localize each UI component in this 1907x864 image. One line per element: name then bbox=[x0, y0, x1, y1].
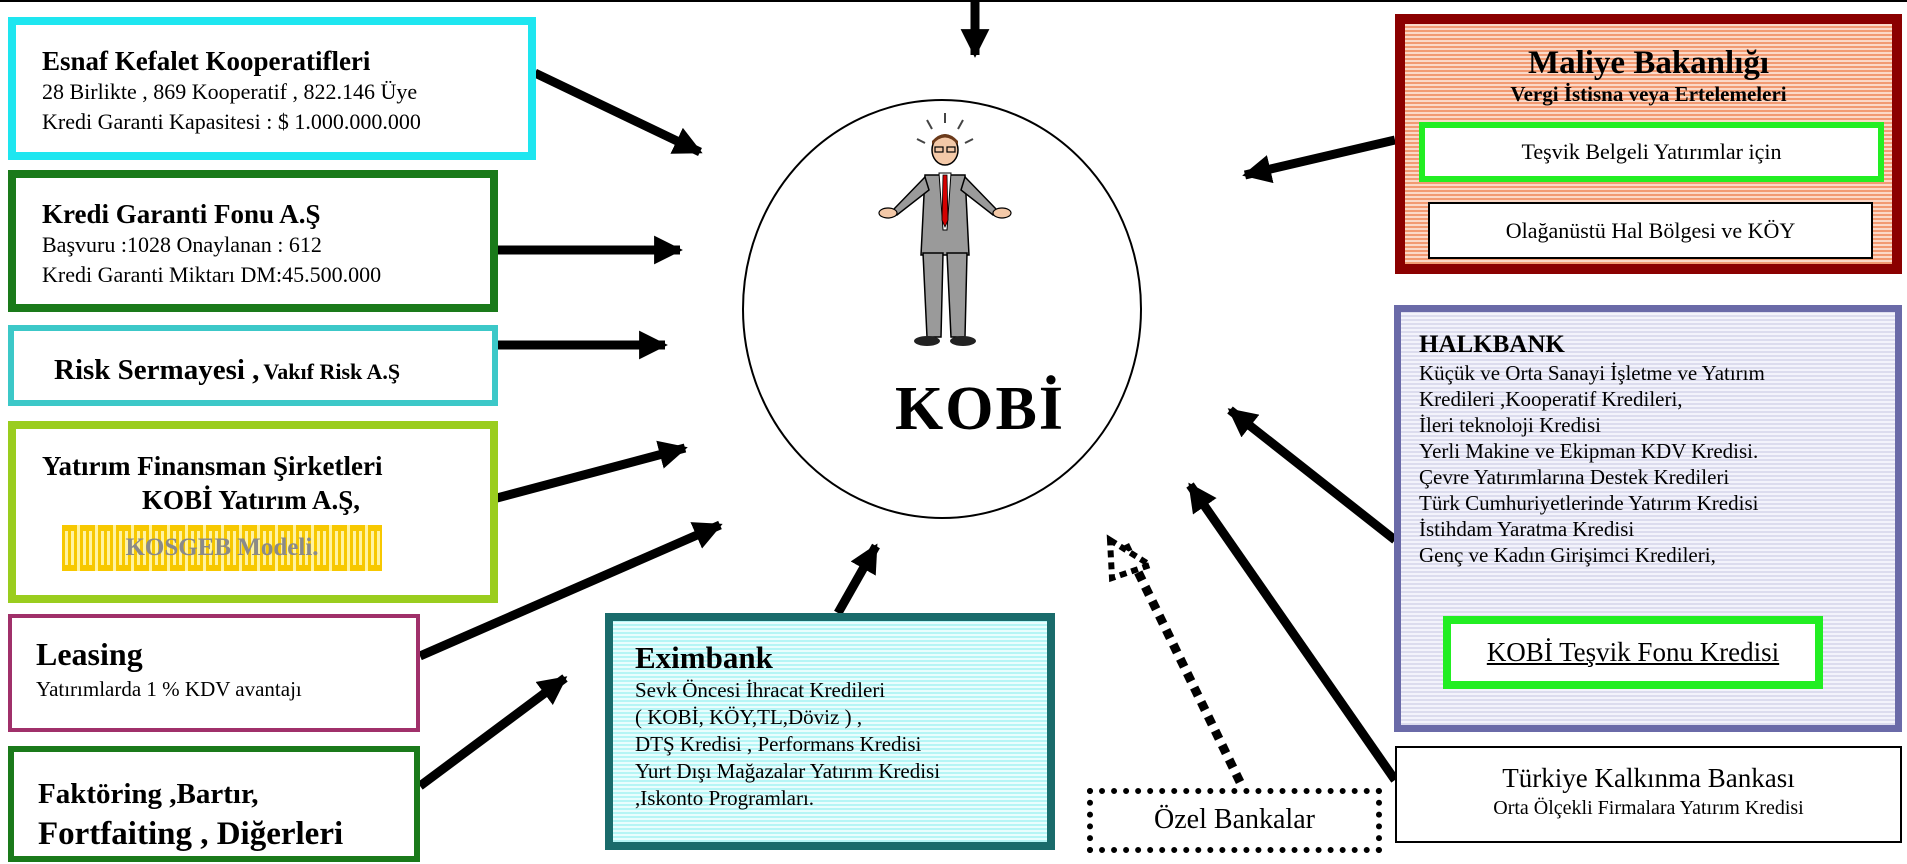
maliye-item1: Teşvik Belgeli Yatırımlar için bbox=[1521, 139, 1782, 164]
arrow-ozel-head bbox=[1106, 534, 1157, 583]
halkbank-line: Türk Cumhuriyetlerinde Yatırım Kredisi bbox=[1419, 491, 1759, 515]
eximbank-title: Eximbank bbox=[635, 640, 773, 675]
yatirim-line1: KOBİ Yatırım A.Ş, bbox=[142, 485, 361, 515]
eximbank-line: Yurt Dışı Mağazalar Yatırım Kredisi bbox=[635, 759, 941, 783]
arrow-leasing bbox=[418, 520, 723, 661]
esnaf-line2: Kredi Garanti Kapasitesi : $ 1.000.000.0… bbox=[42, 109, 421, 134]
faktoring-line2: Fortfaiting , Diğerleri bbox=[38, 816, 344, 852]
maliye-subtitle: Vergi İstisna veya Ertelemeleri bbox=[1510, 82, 1787, 106]
halkbank-line: İleri teknoloji Kredisi bbox=[1419, 413, 1601, 437]
eximbank-box: Eximbank Sevk Öncesi İhracat Kredileri (… bbox=[605, 613, 1055, 850]
faktoring-box: Faktöring ,Bartır, Fortfaiting , Diğerle… bbox=[8, 746, 420, 862]
arrow-faktoring bbox=[417, 674, 568, 790]
esnaf-line1: 28 Birlikte , 869 Kooperatif , 822.146 Ü… bbox=[42, 79, 418, 104]
halkbank-line: İstihdam Yaratma Kredisi bbox=[1419, 517, 1635, 541]
maliye-item-ohal: Olağanüstü Hal Bölgesi ve KÖY bbox=[1428, 202, 1873, 259]
leasing-title: Leasing bbox=[36, 636, 143, 672]
maliye-title: Maliye Bakanlığı bbox=[1527, 45, 1770, 81]
eximbank-line: ,Iskonto Programları. bbox=[635, 786, 815, 810]
esnaf-title: Esnaf Kefalet Kooperatifleri bbox=[42, 46, 371, 76]
tkb-box: Türkiye Kalkınma Bankası Orta Ölçekli Fi… bbox=[1395, 746, 1902, 843]
kgf-line2: Kredi Garanti Miktarı DM:45.500.000 bbox=[42, 262, 382, 287]
halkbank-line: Küçük ve Orta Sanayi İşletme ve Yatırım bbox=[1419, 361, 1765, 385]
ozel-bankalar-box: Özel Bankalar bbox=[1087, 788, 1382, 853]
kosgeb-label: KOSGEB Modeli. bbox=[125, 534, 319, 561]
person-icon bbox=[878, 113, 1012, 346]
esnaf-box: Esnaf Kefalet Kooperatifleri 28 Birlikte… bbox=[8, 17, 536, 160]
tkb-line1: Orta Ölçekli Firmalara Yatırım Kredisi bbox=[1493, 797, 1804, 819]
arrow-eximbank bbox=[834, 543, 880, 616]
ozel-bankalar-label: Özel Bankalar bbox=[1154, 804, 1315, 835]
yatirim-title: Yatırım Finansman Şirketleri bbox=[42, 451, 383, 481]
halkbank-line: Genç ve Kadın Girişimci Kredileri, bbox=[1419, 543, 1716, 567]
arrow-halkbank bbox=[1227, 406, 1398, 544]
halkbank-line: Yerli Makine ve Ekipman KDV Kredisi. bbox=[1419, 439, 1759, 463]
yatirim-box: Yatırım Finansman Şirketleri KOBİ Yatırı… bbox=[8, 421, 498, 603]
leasing-box: Leasing Yatırımlarda 1 % KDV avantajı bbox=[8, 614, 420, 732]
kgf-title: Kredi Garanti Fonu A.Ş bbox=[42, 199, 321, 229]
top-rule bbox=[0, 0, 1907, 2]
arrow-esnaf bbox=[533, 68, 703, 157]
arrow-ozel bbox=[1120, 543, 1245, 784]
eximbank-line: DTŞ Kredisi , Performans Kredisi bbox=[635, 732, 922, 756]
kobi-label: KOBİ bbox=[895, 375, 1065, 443]
arrow-maliye bbox=[1242, 135, 1397, 184]
arrow-yatirim bbox=[495, 440, 688, 503]
arrow-tkb bbox=[1186, 482, 1399, 783]
risk-title: Risk Sermayesi , bbox=[54, 354, 260, 386]
faktoring-line1: Faktöring ,Bartır, bbox=[38, 778, 259, 810]
halkbank-title: HALKBANK bbox=[1419, 331, 1565, 358]
maliye-item-tesvik: Teşvik Belgeli Yatırımlar için bbox=[1419, 122, 1884, 182]
kobi-tesvik-fonu-box[interactable]: KOBİ Teşvik Fonu Kredisi bbox=[1443, 616, 1823, 689]
halkbank-line: Çevre Yatırımlarına Destek Kredileri bbox=[1419, 465, 1730, 489]
risk-sub: Vakıf Risk A.Ş bbox=[263, 359, 401, 384]
kgf-box: Kredi Garanti Fonu A.Ş Başvuru :1028 Ona… bbox=[8, 170, 498, 312]
halkbank-line: Kredileri ,Kooperatif Kredileri, bbox=[1419, 387, 1683, 411]
halkbank-box: HALKBANK Küçük ve Orta Sanayi İşletme ve… bbox=[1394, 305, 1902, 732]
kosgeb-badge: KOSGEB Modeli. bbox=[62, 525, 382, 571]
risk-box: Risk Sermayesi , Vakıf Risk A.Ş bbox=[8, 325, 498, 406]
tkb-title: Türkiye Kalkınma Bankası bbox=[1502, 763, 1795, 793]
maliye-box: Maliye Bakanlığı Vergi İstisna veya Erte… bbox=[1395, 14, 1902, 274]
maliye-item2: Olağanüstü Hal Bölgesi ve KÖY bbox=[1505, 218, 1796, 243]
leasing-line1: Yatırımlarda 1 % KDV avantajı bbox=[36, 677, 302, 701]
kobi-tesvik-fonu-link[interactable]: KOBİ Teşvik Fonu Kredisi bbox=[1486, 637, 1780, 667]
kgf-line1: Başvuru :1028 Onaylanan : 612 bbox=[42, 232, 322, 257]
eximbank-line: Sevk Öncesi İhracat Kredileri bbox=[635, 678, 886, 702]
eximbank-line: ( KOBİ, KÖY,TL,Döviz ) , bbox=[635, 705, 863, 729]
